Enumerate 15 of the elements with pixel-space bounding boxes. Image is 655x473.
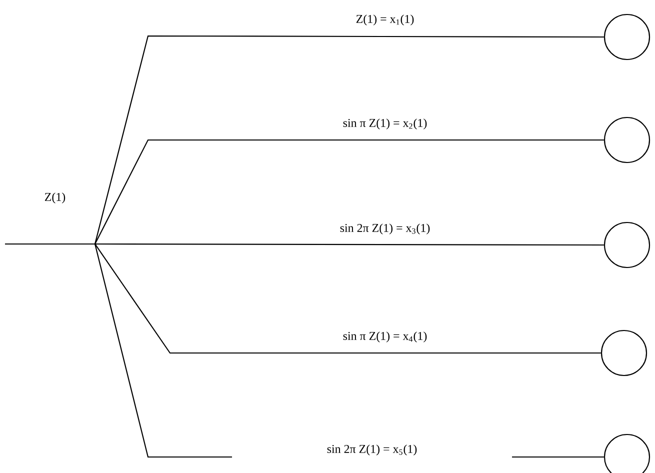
- edge-label: sin 2π Z(1) = x$_{3}$(1): [340, 224, 430, 234]
- signal-label: Z(1): [44, 192, 66, 204]
- circle: [604, 14, 650, 60]
- line: [5, 243, 95, 245]
- line: [95, 243, 604, 246]
- edge-label: sin 2π Z(1) = x$_{5}$(1): [232, 437, 512, 463]
- circle: [604, 116, 650, 164]
- line: [94, 35, 604, 244]
- edge-label: sin π Z(1) = x$_{2}$(1): [343, 118, 427, 130]
- edge-label: Z(1) = x$_{1}$(1): [356, 14, 414, 26]
- edge-label: sin π Z(1) = x$_{4}$(1): [343, 332, 427, 342]
- circle: [600, 330, 648, 376]
- line: [94, 244, 601, 354]
- line: [94, 139, 604, 244]
- circle: [604, 222, 650, 268]
